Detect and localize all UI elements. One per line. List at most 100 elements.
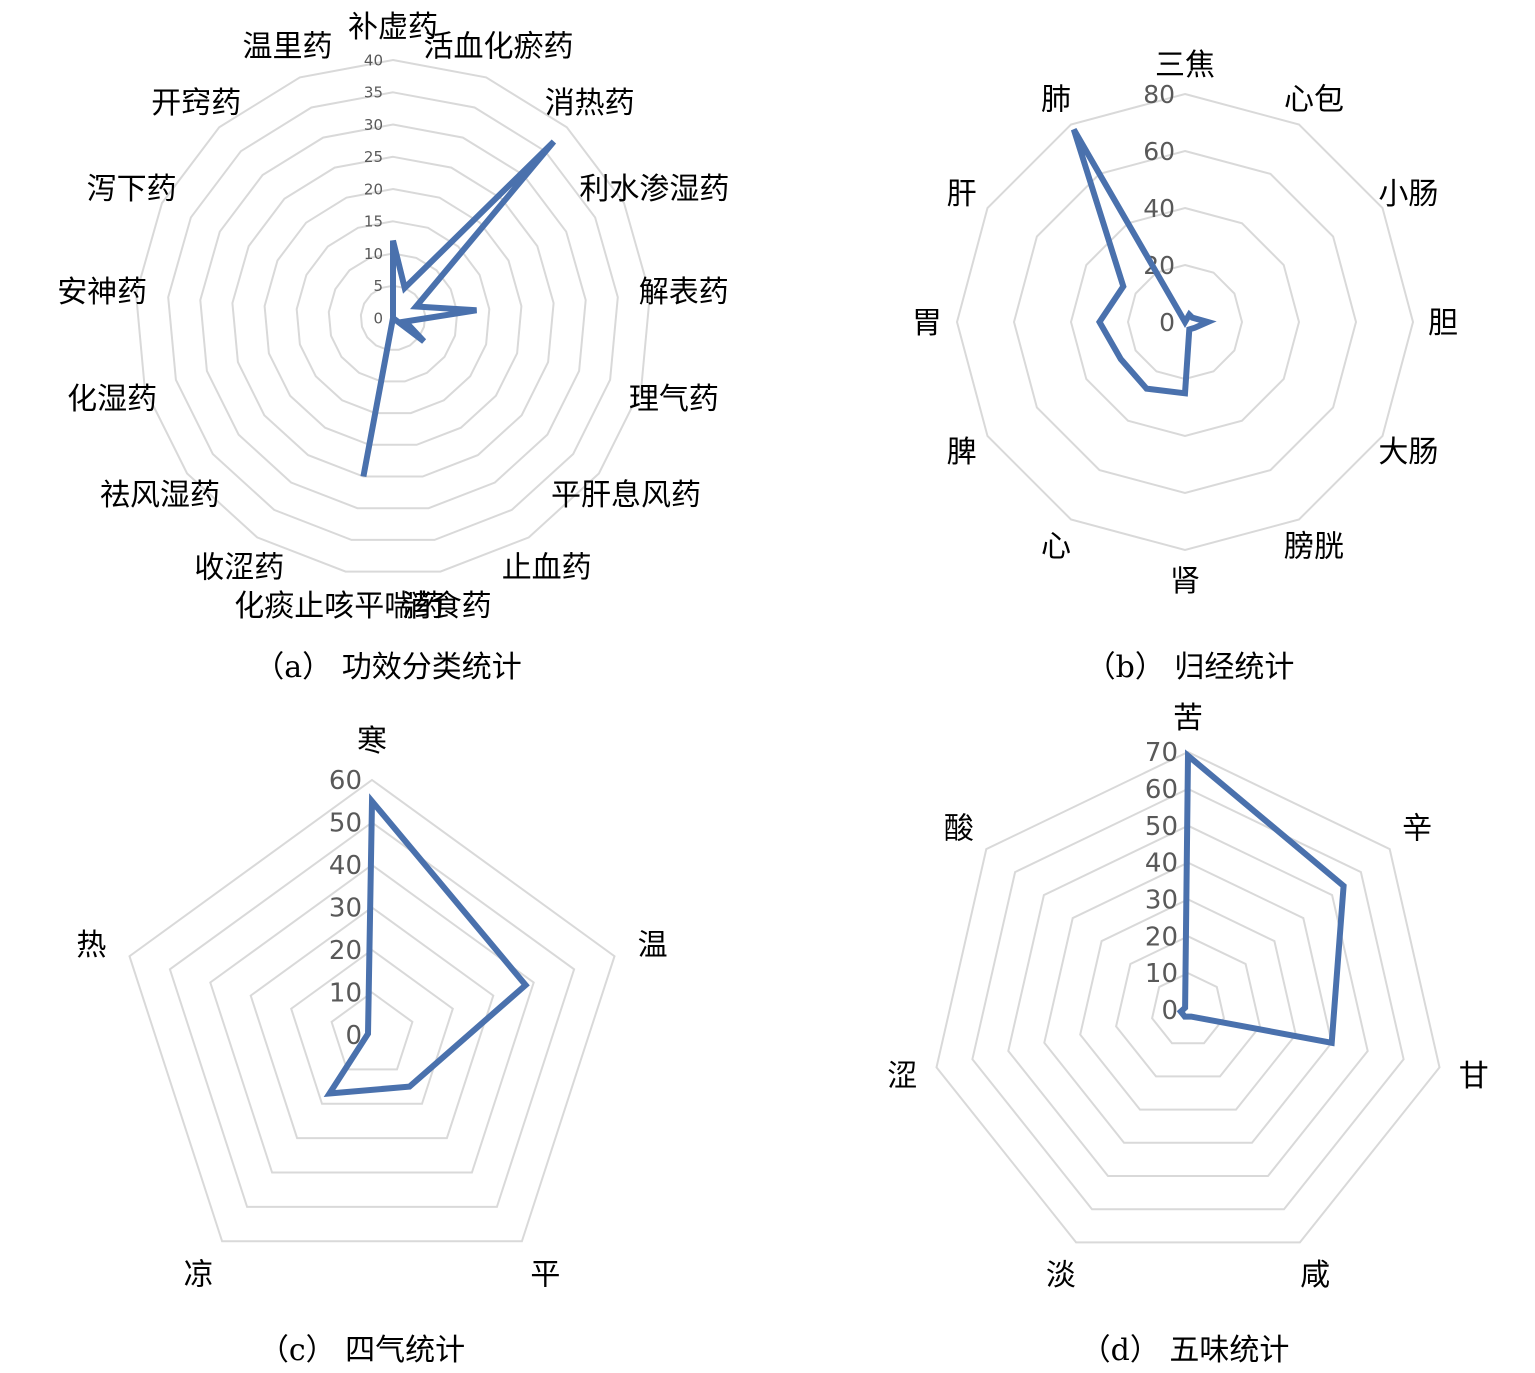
grid-ring bbox=[295, 220, 491, 415]
grid-ring bbox=[135, 58, 651, 573]
category-label: 祛风湿药 bbox=[100, 478, 220, 513]
category-label: 活血化瘀药 bbox=[424, 30, 574, 65]
category-label: 凉 bbox=[184, 1258, 214, 1293]
tick-label: 20 bbox=[1145, 922, 1178, 952]
tick-label: 20 bbox=[329, 936, 362, 966]
category-label: 止血药 bbox=[502, 550, 592, 585]
grid-ring bbox=[128, 778, 616, 1243]
grid-ring bbox=[1079, 898, 1297, 1111]
tick-label: 60 bbox=[1143, 137, 1175, 166]
caption-c: （c） 四气统计 bbox=[259, 1333, 465, 1368]
category-label: 淡 bbox=[1046, 1258, 1076, 1293]
category-label: 小肠 bbox=[1378, 177, 1438, 212]
grid-ring bbox=[199, 123, 587, 510]
tick-label: 10 bbox=[329, 979, 362, 1009]
category-label: 心包 bbox=[1284, 83, 1344, 118]
category-label: 心 bbox=[1041, 529, 1071, 564]
series-line bbox=[1176, 749, 1347, 1047]
category-label: 化痰止咳平喘药 bbox=[234, 589, 444, 624]
category-label: 大肠 bbox=[1378, 435, 1438, 470]
category-label: 咸 bbox=[1300, 1258, 1330, 1293]
category-label: 化湿药 bbox=[67, 382, 157, 417]
grid-ring bbox=[330, 991, 414, 1071]
grid-ring bbox=[1043, 861, 1333, 1144]
grid-ring bbox=[1115, 935, 1261, 1078]
grid-ring bbox=[327, 252, 459, 383]
tick-label: 30 bbox=[364, 116, 383, 134]
category-label: 温 bbox=[638, 928, 668, 963]
caption-b: （b） 归经统计 bbox=[1086, 650, 1295, 685]
tick-label: 0 bbox=[345, 1021, 362, 1051]
category-label: 安神药 bbox=[57, 275, 147, 310]
category-label: 理气药 bbox=[629, 382, 719, 417]
tick-label: 40 bbox=[329, 851, 362, 881]
tick-label: 20 bbox=[364, 180, 383, 198]
grid-ring bbox=[167, 91, 619, 541]
tick-label: 50 bbox=[1145, 812, 1178, 842]
grid-ring bbox=[955, 92, 1415, 552]
tick-label: 10 bbox=[364, 245, 383, 263]
series-line bbox=[1070, 127, 1217, 397]
grid-ring bbox=[1151, 971, 1225, 1045]
tick-label: 80 bbox=[1143, 80, 1175, 109]
grid-ring bbox=[1069, 206, 1301, 438]
category-label: 三焦 bbox=[1155, 48, 1215, 83]
category-label: 寒 bbox=[357, 724, 387, 759]
category-label: 收涩药 bbox=[194, 550, 284, 585]
caption-a: （a） 功效分类统计 bbox=[254, 650, 521, 685]
category-label: 消食药 bbox=[402, 589, 492, 624]
category-label: 胆 bbox=[1428, 306, 1458, 341]
tick-label: 30 bbox=[1145, 886, 1178, 916]
category-label: 涩 bbox=[887, 1059, 917, 1094]
category-label: 肾 bbox=[1170, 564, 1200, 599]
category-label: 解表药 bbox=[639, 275, 729, 310]
tick-label: 5 bbox=[373, 277, 383, 295]
category-label: 酸 bbox=[944, 811, 974, 846]
tick-label: 35 bbox=[364, 84, 383, 102]
grid-ring bbox=[231, 155, 555, 478]
tick-label: 0 bbox=[1161, 996, 1178, 1026]
tick-label: 15 bbox=[364, 213, 383, 231]
category-label: 甘 bbox=[1459, 1059, 1489, 1094]
tick-label: 0 bbox=[373, 309, 383, 327]
caption-d: （d） 五味统计 bbox=[1081, 1333, 1290, 1368]
grid-ring bbox=[971, 787, 1405, 1211]
tick-label: 40 bbox=[1145, 849, 1178, 879]
grid-ring bbox=[249, 906, 495, 1140]
four-qi-radar-chart: 寒温平 凉 热 0 10 20 30 40 50 60 bbox=[76, 724, 667, 1293]
category-label: 肺 bbox=[1041, 83, 1071, 118]
category-label: 温里药 bbox=[243, 30, 333, 65]
tick-label: 60 bbox=[1145, 775, 1178, 805]
category-label: 胃 bbox=[912, 306, 942, 341]
series-line bbox=[323, 793, 530, 1098]
category-label: 利水渗湿药 bbox=[579, 172, 729, 207]
tick-label: 70 bbox=[1145, 738, 1178, 768]
category-label: 热 bbox=[76, 928, 106, 963]
tick-label: 40 bbox=[364, 51, 383, 69]
category-label: 开窍药 bbox=[151, 86, 241, 121]
efficacy-radar-chart: 补虚药活血化瘀药消热药利水渗湿药解表药理气药平肝息风药止血药消食药化痰止咳平喘药… bbox=[57, 10, 729, 624]
category-label: 消热药 bbox=[545, 86, 635, 121]
grid-ring bbox=[935, 750, 1441, 1244]
category-label: 脾 bbox=[947, 435, 977, 470]
tick-label: 25 bbox=[364, 148, 383, 166]
category-label: 泻下药 bbox=[87, 172, 177, 207]
category-label: 平肝息风药 bbox=[551, 478, 701, 513]
tick-label: 40 bbox=[1143, 194, 1175, 223]
grid-ring bbox=[263, 187, 523, 446]
category-label: 肝 bbox=[947, 177, 977, 212]
tick-label: 0 bbox=[1159, 308, 1175, 337]
grid-ring bbox=[290, 948, 454, 1105]
tick-label: 30 bbox=[329, 894, 362, 924]
category-label: 苦 bbox=[1173, 701, 1203, 736]
grid-ring bbox=[1012, 149, 1358, 495]
category-label: 膀胱 bbox=[1284, 529, 1344, 564]
category-label: 补虚药 bbox=[348, 10, 438, 45]
category-label: 辛 bbox=[1402, 811, 1432, 846]
tick-label: 50 bbox=[329, 809, 362, 839]
category-label: 平 bbox=[530, 1258, 560, 1293]
tick-label: 60 bbox=[329, 766, 362, 796]
